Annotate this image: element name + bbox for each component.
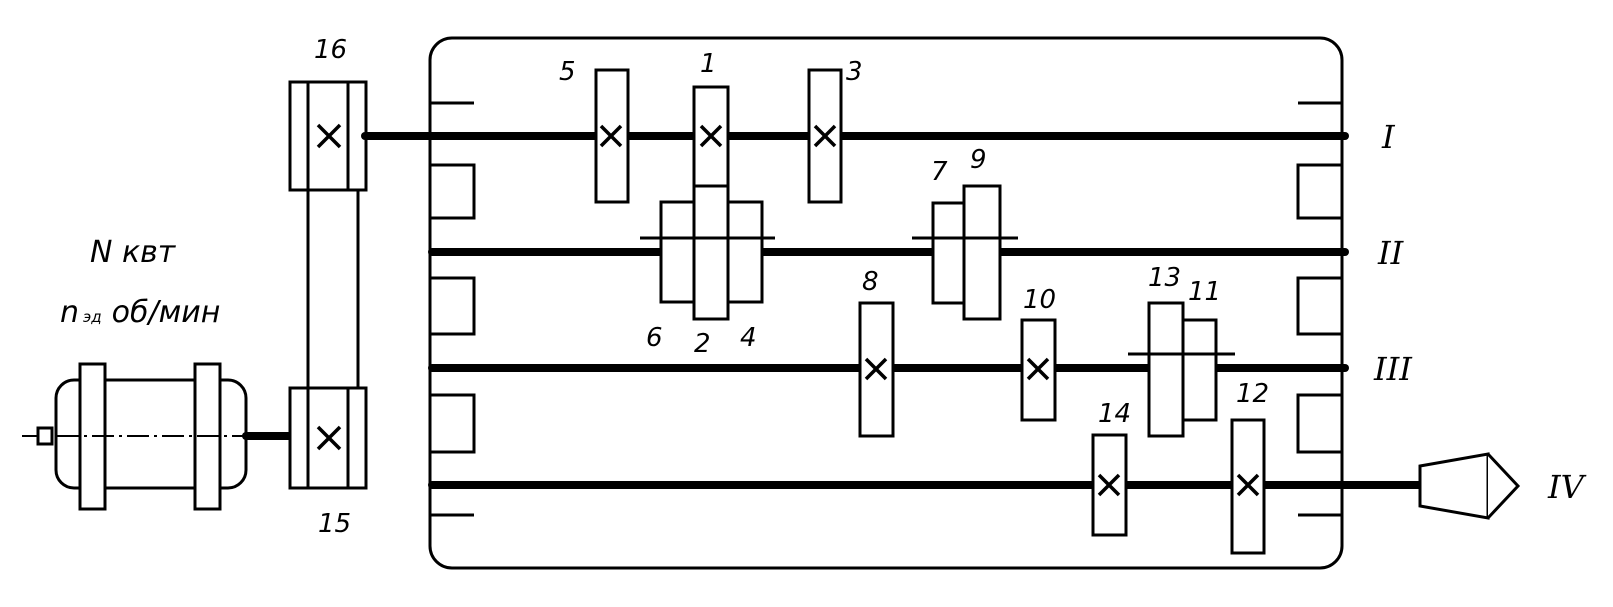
gear-13-label: 13 — [1148, 263, 1181, 293]
pulley-16-cross — [316, 123, 342, 149]
shaft-3-label: III — [1373, 350, 1413, 388]
gear-1 — [692, 85, 730, 189]
gear-2-label: 2 — [694, 329, 711, 359]
gear-6-label: 6 — [646, 323, 663, 353]
gear-12 — [1230, 418, 1266, 555]
gear-14-label: 14 — [1098, 399, 1131, 429]
gear-10 — [1020, 318, 1057, 422]
gear-9 — [962, 184, 1002, 321]
gear-4-label: 4 — [740, 323, 757, 353]
gear-3 — [807, 68, 843, 204]
gear-block-13-11 — [1128, 301, 1235, 438]
gear-1-label: 1 — [700, 49, 717, 79]
pulley-16-label: 16 — [314, 35, 347, 65]
gear-11-label: 11 — [1188, 277, 1221, 307]
pulley-15-label: 15 — [318, 509, 351, 539]
gearbox-housing — [428, 36, 1344, 570]
gear-5 — [594, 68, 630, 204]
gear-8-label: 8 — [862, 267, 879, 297]
gear-2 — [692, 184, 730, 321]
shaft-4-label: IV — [1547, 468, 1587, 506]
motor-speed-subscript: эд — [83, 308, 102, 326]
gear-9-label: 9 — [970, 145, 987, 175]
gear-10-label: 10 — [1023, 285, 1056, 315]
gear-7-label: 7 — [931, 157, 948, 187]
gear-block-6-2-4 — [640, 184, 775, 321]
gear-12-label: 12 — [1236, 379, 1269, 409]
gear-5-label: 5 — [559, 57, 576, 87]
electric-motor — [22, 362, 296, 511]
belt-drive — [288, 80, 368, 490]
gear-8 — [858, 301, 895, 438]
motor-power-label: N квт — [90, 235, 177, 270]
gear-block-7-9 — [912, 184, 1018, 321]
gear-11 — [1181, 318, 1218, 422]
gear-14 — [1091, 433, 1128, 537]
motor-shaft-end — [36, 426, 54, 446]
spindle-cone — [1418, 452, 1521, 520]
shaft-2-label: II — [1377, 234, 1405, 272]
right-bearings — [1296, 101, 1342, 517]
motor-speed-prefix: n — [60, 295, 79, 330]
left-bearings — [430, 101, 476, 517]
gear-3-label: 3 — [846, 57, 863, 87]
shaft-1-label: I — [1381, 118, 1396, 156]
gear-13 — [1147, 301, 1185, 438]
motor-speed-unit: об/мин — [112, 295, 221, 330]
pulley-15-cross — [316, 425, 342, 451]
